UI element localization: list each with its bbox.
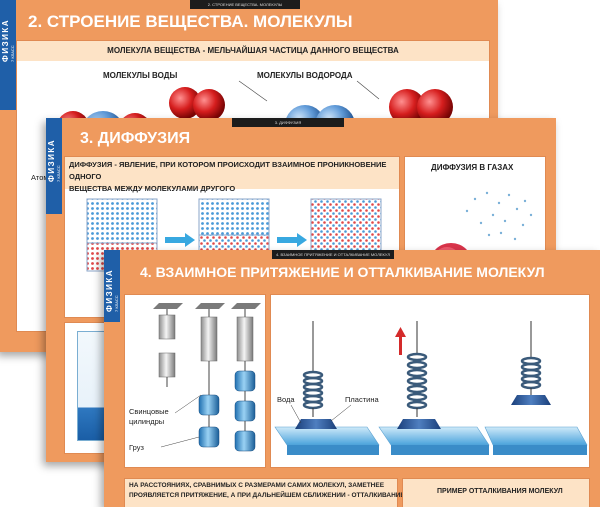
repulsion-example-panel: ПРИМЕР ОТТАЛКИВАНИЯ МОЛЕКУЛ: [402, 478, 590, 507]
water-molecules-label: МОЛЕКУЛЫ ВОДЫ: [103, 71, 178, 80]
subject-tab: ФИЗИКА 7 КЛАСС: [104, 250, 120, 322]
lead-cylinders-illustration: [153, 303, 261, 452]
arrow-1: [165, 233, 195, 247]
subject-tab: ФИЗИКА 7 КЛАСС: [46, 118, 62, 214]
oxygen-molecule: [389, 89, 453, 125]
water-molecule-right: [169, 87, 225, 121]
atom-label: Атом: [31, 173, 49, 182]
grade-label: 7 КЛАСС: [114, 295, 119, 312]
plate-label: Пластина: [345, 395, 379, 404]
subject-tab: ФИЗИКА 7 КЛАСС: [0, 0, 16, 110]
water-label: Вода: [277, 395, 295, 404]
gas-diffusion-header: ДИФФУЗИЯ В ГАЗАХ: [431, 163, 514, 172]
poster-title: 4. ВЗАИМНОЕ ПРИТЯЖЕНИЕ И ОТТАЛКИВАНИЕ МО…: [140, 264, 545, 280]
middle-cylinders: [195, 303, 225, 448]
poster-attraction-repulsion: ФИЗИКА 7 КЛАСС 4. ВЗАИМНОЕ ПРИТЯЖЕНИЕ И …: [104, 250, 600, 507]
poster-top-bar: 3. ДИФФУЗИЯ: [232, 118, 344, 127]
setup-2: [378, 321, 490, 455]
grade-label: 7 КЛАСС: [10, 45, 15, 62]
right-cylinders: [231, 303, 261, 452]
plate-water-panel: Вода Пластина: [270, 294, 590, 468]
weight-label: Груз: [129, 443, 144, 452]
definition-header: ДИФФУЗИЯ - ЯВЛЕНИЕ, ПРИ КОТОРОМ ПРОИСХОД…: [65, 157, 399, 193]
subject-label: ФИЗИКА: [47, 139, 56, 182]
poster-top-bar: 4. ВЗАИМНОЕ ПРИТЯЖЕНИЕ И ОТТАЛКИВАНИЕ МО…: [272, 250, 394, 259]
repulsion-example-header: ПРИМЕР ОТТАЛКИВАНИЯ МОЛЕКУЛ: [437, 488, 563, 495]
explanation-line-1: НА РАССТОЯНИЯХ, СРАВНИМЫХ С РАЗМЕРАМИ СА…: [129, 482, 385, 489]
up-arrow-icon: [395, 327, 406, 355]
scent-dots: [465, 191, 533, 241]
subject-label: ФИЗИКА: [105, 269, 114, 312]
definition-line-2: ВЕЩЕСТВА МЕЖДУ МОЛЕКУЛАМИ ДРУГОГО: [69, 184, 236, 193]
left-cylinders: [153, 303, 183, 387]
setup-3: [484, 321, 588, 455]
explanation-line-2: ПРОЯВЛЯЕТСЯ ПРИТЯЖЕНИЕ, А ПРИ ДАЛЬНЕЙШЕМ…: [129, 492, 405, 499]
arrow-2: [277, 233, 307, 247]
grade-label: 7 КЛАСС: [56, 165, 61, 182]
lead-cylinders-label-1: Свинцовые: [129, 407, 169, 416]
plate-water-illustration: [274, 321, 588, 455]
lead-cylinders-panel: Свинцовые цилиндры Груз: [124, 294, 266, 468]
explanation-panel: НА РАССТОЯНИЯХ, СРАВНИМЫХ С РАЗМЕРАМИ СА…: [124, 478, 405, 507]
lead-cylinders-label-2: цилиндры: [129, 417, 165, 426]
subject-label: ФИЗИКА: [1, 19, 10, 62]
poster-title: 3. ДИФФУЗИЯ: [80, 130, 191, 147]
definition-line-1: ДИФФУЗИЯ - ЯВЛЕНИЕ, ПРИ КОТОРОМ ПРОИСХОД…: [69, 160, 387, 181]
panel-header: МОЛЕКУЛА ВЕЩЕСТВА - МЕЛЬЧАЙШАЯ ЧАСТИЦА Д…: [17, 41, 489, 61]
setup-1: [274, 321, 380, 455]
poster-top-bar: 2. СТРОЕНИЕ ВЕЩЕСТВА. МОЛЕКУЛЫ: [190, 0, 300, 9]
poster-title: 2. СТРОЕНИЕ ВЕЩЕСТВА. МОЛЕКУЛЫ: [28, 12, 353, 31]
hydrogen-molecules-label: МОЛЕКУЛЫ ВОДОРОДА: [257, 71, 353, 80]
